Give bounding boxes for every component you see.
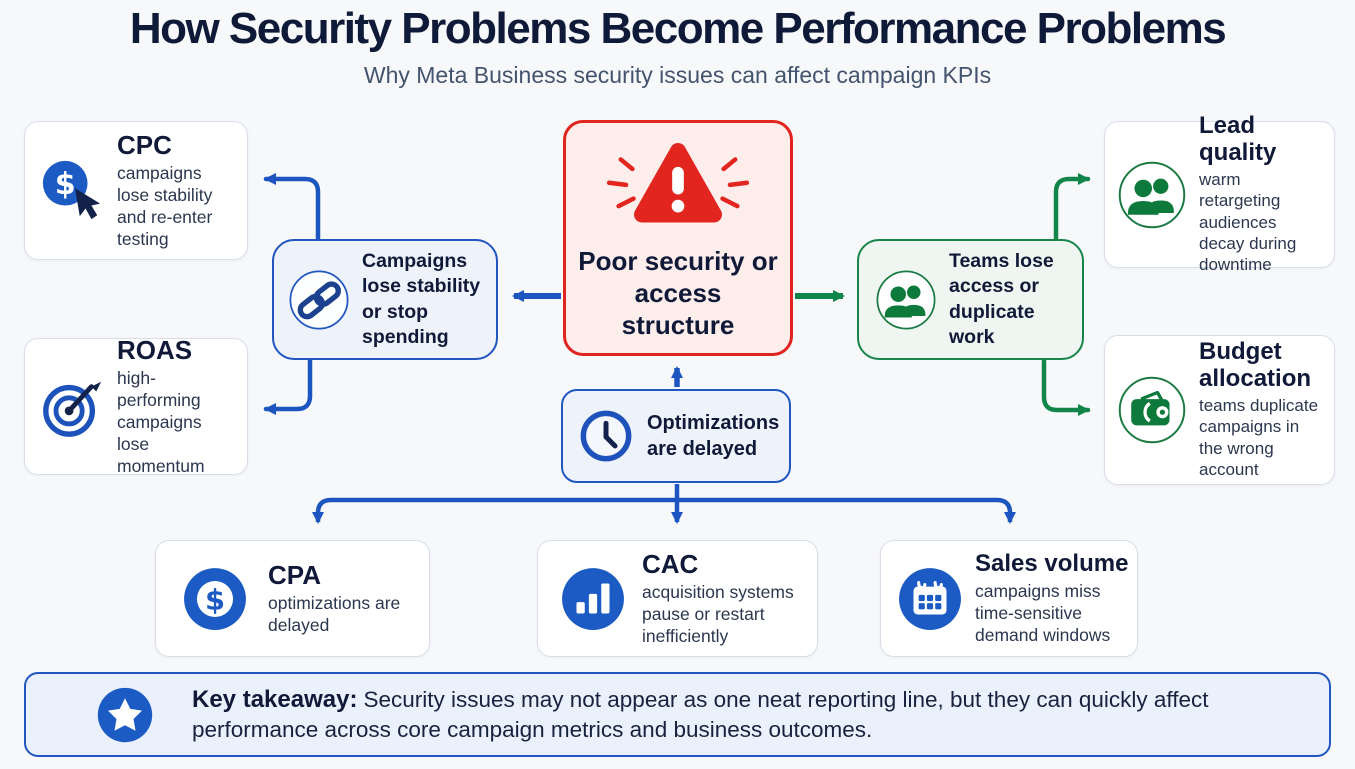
metric-desc: campaigns lose stability and re-enter te…: [117, 162, 213, 250]
svg-text:$: $: [55, 166, 76, 201]
dollar-cursor-icon: $: [39, 158, 105, 224]
takeaway-body: Security issues may not appear as one ne…: [192, 686, 1209, 743]
takeaway-label: Key takeaway:: [192, 685, 358, 713]
wallet-icon: [1117, 375, 1187, 445]
node-cpc: $ CPC campaigns lose stability and re-en…: [24, 121, 248, 260]
metric-desc: warm retargeting audiences decay during …: [1199, 169, 1297, 275]
node-title: Teams lose access or duplicate work: [949, 249, 1054, 348]
node-optimizations-delayed: Optimizations are delayed: [561, 389, 791, 483]
node-poor-security: Poor security or access structure: [563, 120, 793, 356]
node-campaigns: Campaigns lose stability or stop spendin…: [272, 239, 498, 360]
key-takeaway-banner: Key takeaway:Security issues may not app…: [24, 672, 1331, 757]
bar-chart-icon: [560, 566, 626, 632]
page-title: How Security Problems Become Performance…: [129, 4, 1227, 53]
metric-desc: high-performing campaigns lose momentum: [117, 367, 205, 477]
target-icon: [39, 374, 105, 440]
star-icon: [96, 686, 154, 744]
node-title: Optimizations are delayed: [647, 412, 780, 460]
metric-label: CPA: [268, 559, 321, 590]
clock-icon: [577, 407, 635, 465]
people-icon: [1117, 160, 1187, 230]
metric-label: CAC: [642, 548, 699, 579]
warning-triangle-icon: [593, 134, 763, 240]
people-icon: [875, 269, 937, 331]
node-cpa: $ CPA optimizations are delayed: [155, 540, 430, 657]
node-lead-quality: Lead quality warm retargeting audiences …: [1104, 112, 1335, 274]
takeaway-text: Key takeaway:Security issues may not app…: [192, 684, 1303, 745]
node-teams: Teams lose access or duplicate work: [857, 239, 1084, 360]
dollar-coin-icon: $: [182, 566, 248, 632]
calendar-icon: [897, 566, 963, 632]
node-budget-allocation: Budget allocation teams duplicate campai…: [1104, 335, 1335, 485]
node-cac: CAC acquisition systems pause or restart…: [537, 540, 818, 657]
metric-desc: campaigns miss time-sensitive demand win…: [975, 580, 1111, 645]
metric-label: ROAS: [117, 334, 193, 365]
metric-desc: optimizations are delayed: [268, 593, 401, 636]
node-title: Campaigns lose stability or stop spendin…: [362, 249, 481, 348]
node-roas: ROAS high-performing campaigns lose mome…: [24, 334, 248, 477]
metric-label: CPC: [117, 129, 172, 160]
chain-link-icon: [288, 269, 350, 331]
metric-desc: teams duplicate campaigns in the wrong a…: [1199, 396, 1319, 480]
metric-label: Lead quality: [1199, 112, 1277, 166]
node-sales-volume: Sales volume campaigns miss time-sensiti…: [880, 540, 1138, 657]
metric-label: Sales volume: [975, 549, 1129, 577]
node-title: Poor security or access structure: [578, 246, 778, 340]
svg-text:$: $: [205, 582, 225, 616]
metric-desc: acquisition systems pause or restart ine…: [642, 581, 794, 647]
metric-label: Budget allocation: [1199, 338, 1312, 393]
page-subtitle: Why Meta Business security issues can af…: [363, 62, 992, 88]
